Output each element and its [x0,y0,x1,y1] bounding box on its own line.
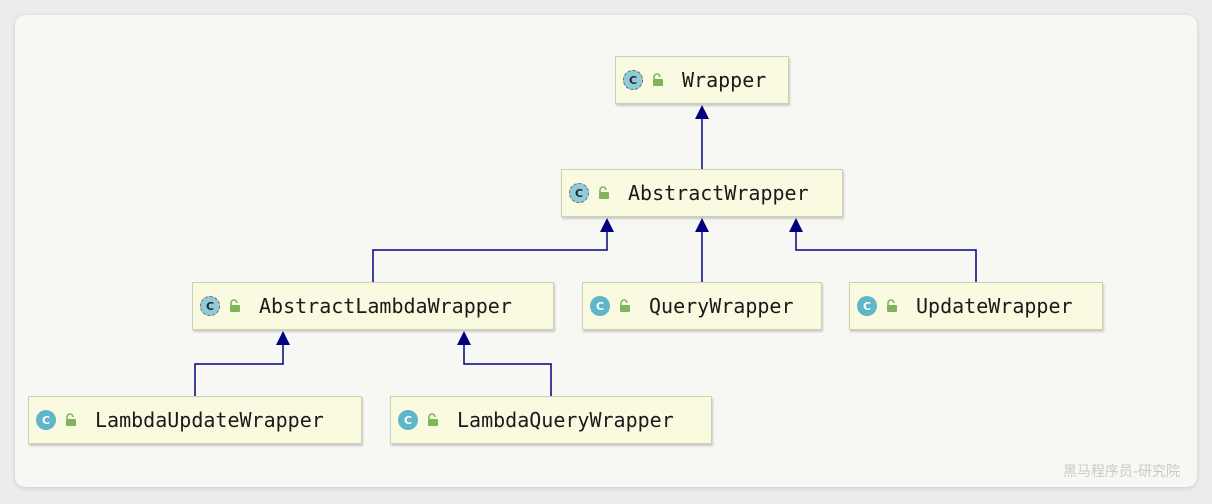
lock-open-icon [230,299,240,312]
lock-open-icon [428,413,438,426]
lock-open-icon [620,299,630,312]
class-label: UpdateWrapper [916,294,1073,318]
class-icon: C [200,296,220,316]
watermark-text: 黑马程序员-研究院 [1062,464,1180,480]
class-icon: C [857,296,877,316]
class-label: AbstractLambdaWrapper [259,294,512,318]
class-node-abstract-wrapper[interactable]: C AbstractWrapper [561,169,843,217]
inheritance-edge [795,232,977,282]
inheritance-arrowhead [695,218,709,232]
class-label: LambdaQueryWrapper [457,408,674,432]
inheritance-arrowhead [457,331,471,345]
inheritance-arrowhead [600,218,614,232]
class-label: Wrapper [682,68,767,92]
class-label: QueryWrapper [649,294,794,318]
class-label: LambdaUpdateWrapper [95,408,324,432]
lock-open-icon [653,73,663,86]
lock-open-icon [887,299,897,312]
lock-open-icon [599,186,609,199]
class-label: AbstractWrapper [628,181,809,205]
class-node-query-wrapper[interactable]: C QueryWrapper [582,282,822,330]
class-node-lambda-query-wrapper[interactable]: C LambdaQueryWrapper [390,396,712,444]
inheritance-arrowhead [789,218,803,232]
lock-open-icon [66,413,76,426]
class-node-update-wrapper[interactable]: C UpdateWrapper [849,282,1103,330]
edges-layer [194,105,977,396]
inheritance-edge [372,232,608,282]
class-node-lambda-update-wrapper[interactable]: C LambdaUpdateWrapper [28,396,362,444]
class-node-wrapper[interactable]: C Wrapper [615,56,789,104]
inheritance-arrowhead [695,105,709,119]
class-icon: C [36,410,56,430]
class-icon: C [590,296,610,316]
inheritance-edge [463,345,552,396]
class-node-abstract-lambda-wrapper[interactable]: C AbstractLambdaWrapper [192,282,554,330]
inheritance-edge [194,345,284,396]
class-icon: C [569,183,589,203]
inheritance-arrowhead [276,331,290,345]
class-icon: C [398,410,418,430]
class-icon: C [623,70,643,90]
diagram-canvas: C Wrapper C AbstractWrapper C AbstractLa… [15,15,1197,487]
